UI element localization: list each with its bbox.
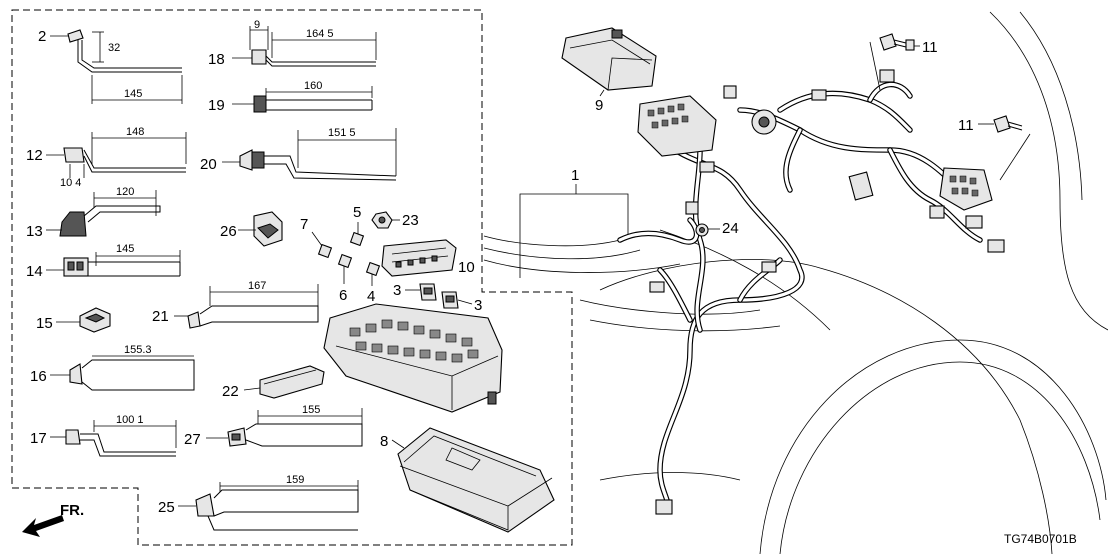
callout-22: 22 bbox=[222, 383, 239, 400]
callout-10: 10 bbox=[458, 259, 475, 276]
dim-12-length: 148 bbox=[126, 126, 144, 138]
dim-18-small: 9 bbox=[254, 19, 260, 31]
callout-11a: 11 bbox=[922, 39, 938, 56]
callout-11b-leader bbox=[999, 133, 1031, 181]
dim-2-vertical: 32 bbox=[108, 42, 120, 54]
dim-14-length: 145 bbox=[116, 243, 134, 255]
part-6-clip bbox=[337, 253, 353, 269]
part-20-clip bbox=[239, 128, 397, 181]
harness-connectors bbox=[637, 69, 1005, 515]
part-9-module bbox=[561, 27, 657, 91]
dim-20-length: 151 5 bbox=[328, 127, 356, 139]
part-11-bolt-top bbox=[879, 33, 915, 51]
part-15-clip bbox=[79, 307, 111, 333]
dim-18-length: 164 5 bbox=[306, 28, 334, 40]
dim-13-length: 120 bbox=[116, 186, 134, 198]
callout-17: 17 bbox=[30, 430, 47, 447]
dim-27-length: 155 bbox=[302, 404, 320, 416]
callout-4: 4 bbox=[367, 288, 375, 305]
part-2-clip bbox=[67, 29, 183, 104]
part-14-tie bbox=[63, 250, 181, 277]
part-25-clip bbox=[195, 480, 359, 531]
dim-21-length: 167 bbox=[248, 280, 266, 292]
dim-19-length: 160 bbox=[304, 80, 322, 92]
callout-18: 18 bbox=[208, 51, 225, 68]
part-16-clip bbox=[69, 355, 195, 391]
callout-3a: 3 bbox=[393, 282, 401, 299]
callout-5: 5 bbox=[353, 204, 361, 221]
part-7-clip bbox=[317, 243, 333, 259]
part-3-clip-a bbox=[419, 283, 437, 301]
part-26-clip bbox=[253, 211, 283, 247]
callout-19: 19 bbox=[208, 97, 225, 114]
callout-12: 12 bbox=[26, 147, 43, 164]
part-4-clip bbox=[365, 261, 381, 277]
diagram-code: TG74B0701B bbox=[1004, 532, 1077, 546]
callout-15: 15 bbox=[36, 315, 53, 332]
dim-25-length: 159 bbox=[286, 474, 304, 486]
callout-1: 1 bbox=[571, 167, 579, 184]
callout-25: 25 bbox=[158, 499, 175, 516]
callout-2: 2 bbox=[38, 28, 46, 45]
part-18-clip bbox=[249, 26, 377, 67]
part-24-grommet bbox=[695, 223, 709, 237]
part-22-cover bbox=[259, 365, 325, 399]
part-27-clip bbox=[227, 408, 363, 447]
fuse-relay-box bbox=[323, 303, 503, 413]
part-17-clip bbox=[65, 420, 177, 457]
part-5-clip bbox=[349, 231, 365, 247]
front-direction-arrow bbox=[22, 515, 64, 537]
callout-16: 16 bbox=[30, 368, 47, 385]
part-3-clip-b bbox=[441, 291, 459, 309]
callout-11a-leader bbox=[869, 41, 881, 91]
callout-13: 13 bbox=[26, 223, 43, 240]
dim-16-length: 155.3 bbox=[124, 344, 152, 356]
dim-2-length: 145 bbox=[124, 88, 142, 100]
part-23-nut bbox=[371, 211, 393, 229]
callout-20: 20 bbox=[200, 156, 217, 173]
front-indicator-label: FR. bbox=[60, 502, 84, 519]
callout-6: 6 bbox=[339, 287, 347, 304]
dim-17-length: 100 1 bbox=[116, 414, 144, 426]
part-10-connector-block bbox=[381, 239, 457, 277]
callout-24: 24 bbox=[722, 220, 739, 237]
parts-group-boundary bbox=[11, 9, 573, 546]
callout-1-bracket bbox=[519, 184, 629, 278]
callout-9: 9 bbox=[595, 97, 603, 114]
part-12-clip bbox=[63, 132, 187, 178]
part-21-clip bbox=[187, 284, 319, 329]
part-8-box-cover bbox=[397, 427, 555, 533]
callout-11b: 11 bbox=[958, 117, 974, 134]
callout-3b: 3 bbox=[474, 297, 482, 314]
callout-27: 27 bbox=[184, 431, 201, 448]
callout-8: 8 bbox=[380, 433, 388, 450]
part-19-tie bbox=[253, 86, 373, 113]
callout-14: 14 bbox=[26, 263, 43, 280]
callout-26: 26 bbox=[220, 223, 237, 240]
dim-12-small: 10 4 bbox=[60, 177, 81, 189]
part-11-bolt-side bbox=[993, 115, 1023, 133]
callout-7: 7 bbox=[300, 216, 308, 233]
callout-21: 21 bbox=[152, 308, 169, 325]
part-13-clip bbox=[59, 190, 161, 237]
callout-23: 23 bbox=[402, 212, 419, 229]
vehicle-body-outline bbox=[483, 11, 1108, 554]
